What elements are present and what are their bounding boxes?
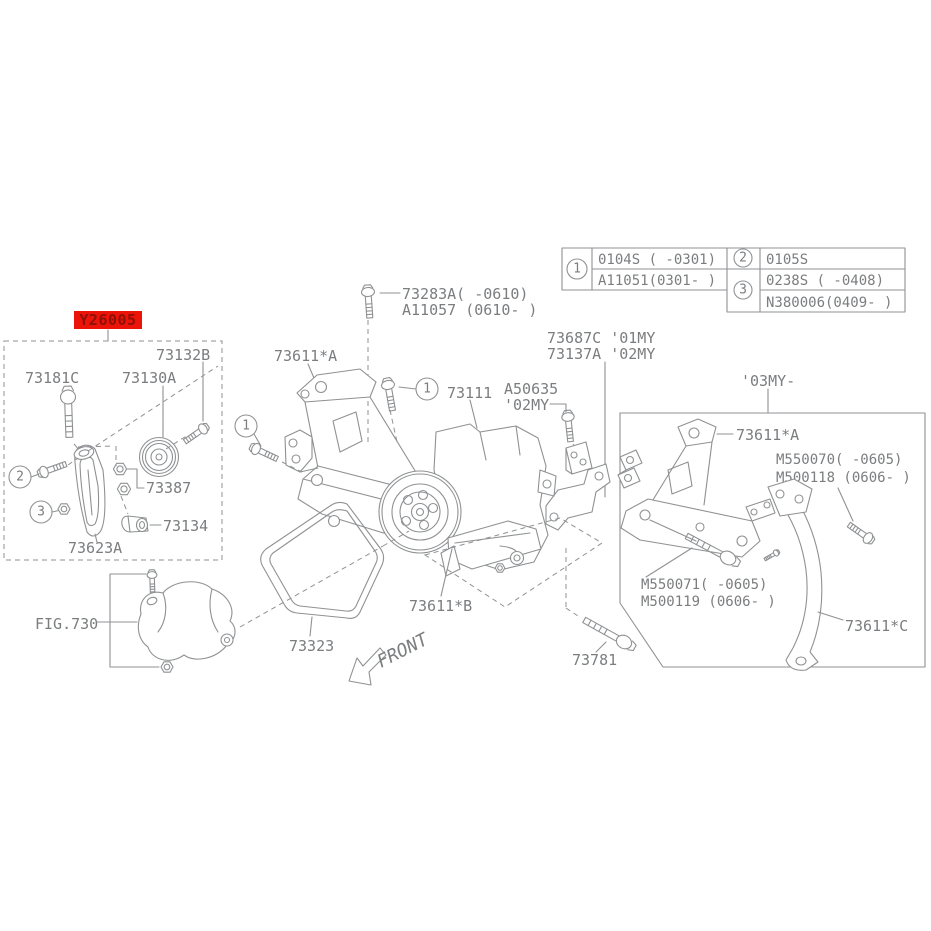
- bolt-73781: [580, 613, 639, 655]
- label-73130a: 73130A: [122, 369, 176, 387]
- marker-2: 2: [16, 470, 24, 485]
- m550070-group: M550070( -0605) M500118 (0606- ): [776, 452, 911, 547]
- a50635-group: A50635 '02MY: [504, 380, 593, 475]
- bolt-m550070: [844, 519, 878, 547]
- label-m550071: M550071( -0605): [641, 577, 767, 593]
- label-73611c: 73611*C: [845, 617, 908, 635]
- bracket-73611a-right: 73611*A: [617, 418, 799, 558]
- label-73611a-right: 73611*A: [736, 426, 799, 444]
- belt-73323: 73323: [239, 501, 410, 655]
- dashed-box: [3, 340, 223, 561]
- legend-cell: 0238S ( -0408): [766, 273, 884, 289]
- label-m550070: M550070( -0605): [776, 452, 902, 468]
- bolt-marker-1-left: [247, 440, 281, 465]
- highlight-label-y26005[interactable]: Y26005: [74, 311, 142, 342]
- bolt-fig730: [146, 569, 158, 596]
- bolt-73611c: [762, 548, 781, 563]
- bolt-marker-1-mid: [379, 376, 400, 413]
- bolt-a50635: [560, 409, 578, 443]
- bracket-73611c: 73611*C: [745, 478, 908, 671]
- bracket-73611b: 73611*B: [409, 520, 542, 615]
- box-03my: '03MY- 73611*A M550070( -0605) M500118 (…: [617, 372, 926, 671]
- legend-marker-2-circle: [733, 248, 753, 268]
- label-73387: 73387: [146, 479, 191, 497]
- bolt-marker-2: [35, 458, 69, 481]
- legend-cell: A11051(0301- ): [598, 273, 716, 289]
- label-73134: 73134: [163, 517, 208, 535]
- legend-cell: N380006(0409- ): [766, 295, 892, 311]
- marker-1: 1: [242, 419, 250, 434]
- label-73181c: 73181C: [25, 369, 79, 387]
- legend-table: 1 0104S ( -0301) A11051(0301- ) 2 0105S …: [561, 247, 906, 313]
- legend-marker-3: 3: [739, 283, 747, 298]
- label-a11057: A11057 (0610- ): [402, 301, 537, 319]
- fig730-group: FIG.730: [35, 569, 236, 673]
- nut-fig730: [160, 661, 174, 673]
- marker-1-circle: [234, 414, 258, 438]
- bolt-73132b: [181, 420, 212, 447]
- label-73137a: 73137A '02MY: [547, 345, 655, 363]
- bolt-73283a: [360, 284, 377, 319]
- marker-1-left-group: 1: [234, 414, 303, 473]
- nut-73387-b: [116, 482, 132, 496]
- mount-plane-group: 73781: [423, 517, 639, 669]
- legend-marker-1: 1: [573, 262, 581, 277]
- label-front: FRONT: [374, 629, 433, 673]
- bracket-73687c-group: 73687C '01MY 73137A '02MY: [545, 329, 655, 531]
- highlight-box[interactable]: [74, 311, 142, 329]
- label-73611b: 73611*B: [409, 597, 472, 615]
- nut-73611b: [494, 563, 506, 573]
- label-73323: 73323: [289, 637, 334, 655]
- label-73111: 73111: [447, 384, 492, 402]
- legend-cell: 0104S ( -0301): [598, 252, 716, 268]
- marker-3: 3: [37, 505, 45, 520]
- bolt-73181c: [59, 385, 78, 439]
- legend-marker-3-circle: [733, 280, 753, 300]
- label-73623a: 73623A: [68, 539, 122, 557]
- marker-1: 1: [423, 382, 431, 397]
- cover-fig730: [137, 581, 236, 661]
- legend-marker-2: 2: [739, 251, 747, 266]
- label-73611a-left: 73611*A: [274, 347, 337, 365]
- clamp-73134: [121, 515, 149, 533]
- label-73687c: 73687C '01MY: [547, 329, 655, 347]
- compressor-pulley: [378, 470, 462, 554]
- label-m500119: M500119 (0606- ): [641, 594, 776, 610]
- plate-a50635: [565, 441, 593, 475]
- legend-cell: 0105S: [766, 252, 808, 268]
- legend-marker-1-circle: [566, 258, 588, 280]
- highlight-part-number[interactable]: Y26005: [79, 311, 136, 329]
- label-a50635-my: '02MY: [504, 396, 549, 414]
- bolt-73283a-group: 73283A( -0610) A11057 (0610- ): [360, 284, 537, 446]
- pulley-73130a: [138, 436, 180, 478]
- front-arrow-icon: [348, 647, 387, 686]
- label-73283a: 73283A( -0610): [402, 285, 528, 303]
- label-m500118: M500118 (0606- ): [776, 470, 911, 486]
- label-03my: '03MY-: [741, 372, 795, 390]
- label-fig730: FIG.730: [35, 615, 98, 633]
- m550071-group: M550071( -0605) M500119 (0606- ): [641, 519, 776, 610]
- front-arrow-group: FRONT: [348, 629, 433, 686]
- tensioner-group-box: 73181C 73130A 73132B 2 3: [3, 340, 223, 561]
- label-73781: 73781: [572, 651, 617, 669]
- marker-1-mid-group: 1 73111: [379, 376, 492, 443]
- nut-73387-a: [112, 462, 128, 476]
- nut-marker-3: [57, 503, 71, 515]
- dashed-plane: [423, 517, 603, 608]
- label-a50635: A50635: [504, 380, 558, 398]
- label-73132b: 73132B: [156, 346, 210, 364]
